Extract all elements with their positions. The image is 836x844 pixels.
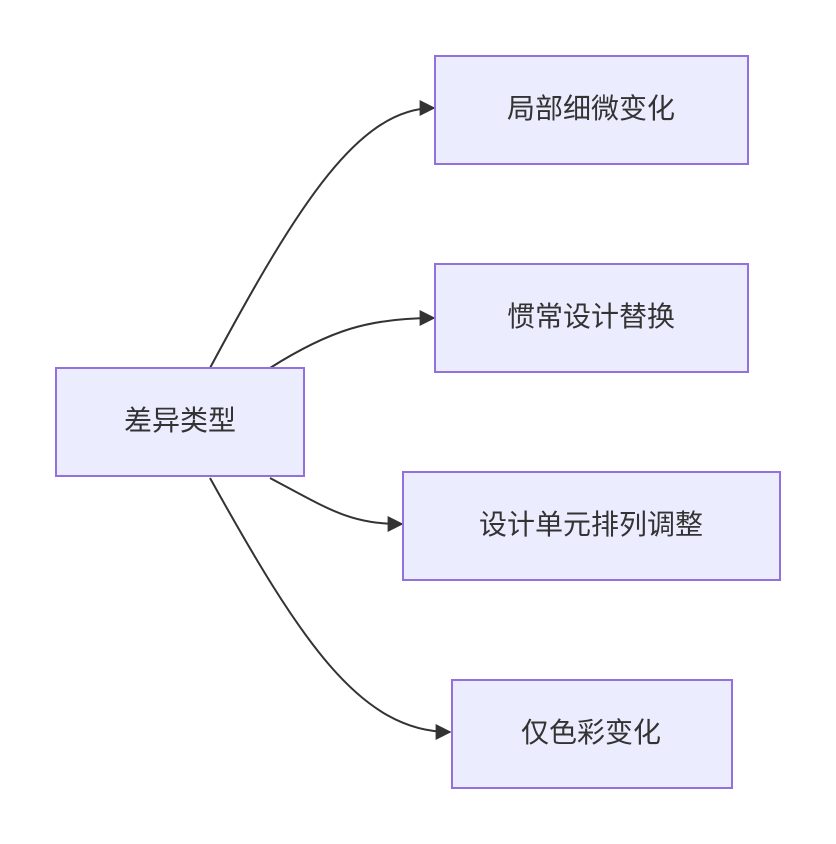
node-child-4-box bbox=[451, 679, 733, 789]
node-child-2[interactable]: 惯常设计替换 bbox=[434, 263, 749, 373]
node-child-1[interactable]: 局部细微变化 bbox=[434, 55, 749, 165]
node-child-3-label: 设计单元排列调整 bbox=[479, 508, 703, 541]
edge-root-to-c2 bbox=[269, 310, 436, 369]
edge-root-to-c3 bbox=[269, 477, 404, 532]
node-child-3[interactable]: 设计单元排列调整 bbox=[402, 471, 781, 581]
edge-root-to-c4 bbox=[209, 477, 452, 740]
node-child-2-label: 惯常设计替换 bbox=[507, 300, 675, 333]
node-child-1-box bbox=[434, 55, 749, 165]
node-root-box bbox=[55, 367, 305, 477]
node-child-4[interactable]: 仅色彩变化 bbox=[451, 679, 733, 789]
node-root-label: 差异类型 bbox=[124, 404, 236, 437]
node-child-3-box bbox=[402, 471, 781, 581]
edge-root-to-c1 bbox=[209, 100, 436, 369]
node-child-2-box bbox=[434, 263, 749, 373]
node-child-4-label: 仅色彩变化 bbox=[521, 716, 661, 749]
node-child-1-label: 局部细微变化 bbox=[507, 92, 675, 125]
edges bbox=[209, 100, 452, 740]
node-root[interactable]: 差异类型 bbox=[55, 367, 305, 477]
